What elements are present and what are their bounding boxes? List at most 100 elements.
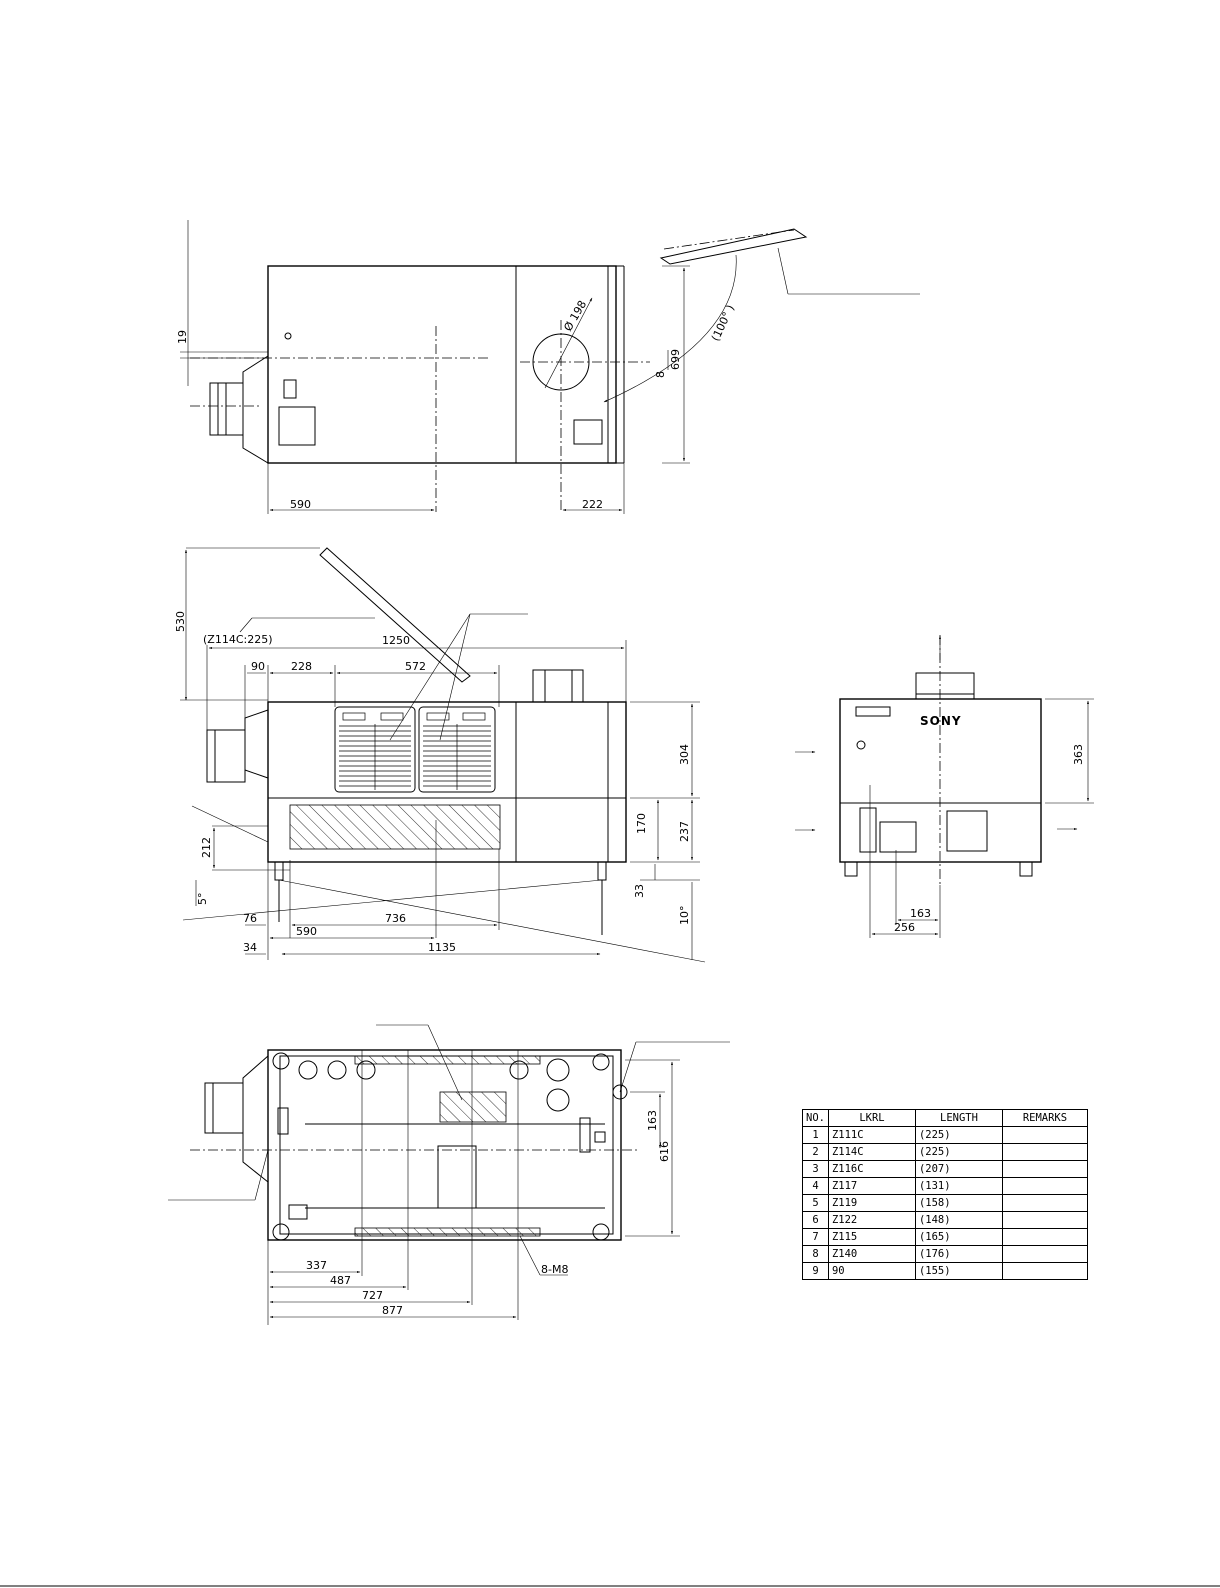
- dim-170: 170: [635, 813, 648, 834]
- cell-no: 4: [802, 1177, 829, 1195]
- dim-487: 487: [330, 1274, 351, 1287]
- cell-length: (165): [914, 1228, 1003, 1246]
- cell-remarks: [1001, 1211, 1088, 1229]
- side-lens-barrel: [206, 729, 246, 783]
- dim-diameter-198: Ø 198: [561, 298, 589, 333]
- dim-76: 76: [243, 912, 257, 925]
- dim-877: 877: [382, 1304, 403, 1317]
- dim-1135: 1135: [428, 941, 456, 954]
- dim-590: 590: [290, 498, 311, 511]
- dim-163-front: 163: [910, 907, 931, 920]
- cell-lkrl: Z111C: [827, 1126, 916, 1144]
- cell-remarks: [1001, 1160, 1088, 1178]
- dim-90: 90: [251, 660, 265, 673]
- screw-callout: 8-M8: [541, 1263, 568, 1276]
- lens-note: (Z114C:225): [203, 633, 273, 646]
- access-panel: [879, 821, 917, 853]
- cell-no: 8: [802, 1245, 829, 1263]
- bottom-hatched-area: [439, 1091, 507, 1123]
- dim-256: 256: [894, 921, 915, 934]
- cell-length: (225): [914, 1126, 1003, 1144]
- dim-212: 212: [200, 837, 213, 858]
- cell-length: (155): [914, 1262, 1003, 1280]
- open-door: [319, 547, 471, 683]
- dim-337: 337: [306, 1259, 327, 1272]
- grille-slats: [339, 712, 491, 790]
- cell-lkrl: Z140: [827, 1245, 916, 1263]
- cell-remarks: [1001, 1228, 1088, 1246]
- cell-no: 6: [802, 1211, 829, 1229]
- bottom-view: 163 616 337 487 727 877 8-M8: [168, 1024, 730, 1325]
- cell-no: 1: [802, 1126, 829, 1144]
- dim-616: 616: [658, 1141, 671, 1162]
- filter-panel: [946, 810, 988, 852]
- connector-panel: [859, 807, 877, 853]
- dim-19: 19: [176, 330, 189, 344]
- front-view: SONY 363 163 256: [795, 635, 1094, 938]
- cell-no: 5: [802, 1194, 829, 1212]
- bottom-lens-housing: [242, 1054, 269, 1184]
- col-remarks: REMARKS: [1001, 1109, 1088, 1127]
- bottom-view-body: [267, 1049, 622, 1241]
- cell-lkrl: Z114C: [827, 1143, 916, 1161]
- cell-remarks: [1001, 1194, 1088, 1212]
- cell-lkrl: Z115: [827, 1228, 916, 1246]
- cell-remarks: [1001, 1177, 1088, 1195]
- cell-length: (158): [914, 1194, 1003, 1212]
- dim-699: 699: [669, 349, 682, 370]
- dim-530: 530: [174, 611, 187, 632]
- side-view-body: [267, 701, 627, 863]
- dim-33: 33: [633, 884, 646, 898]
- dim-163-bottom: 163: [646, 1110, 659, 1131]
- dim-5deg: 5°: [196, 893, 209, 906]
- col-lkrl: LKRL: [827, 1109, 916, 1127]
- side-lens-housing: [244, 709, 269, 779]
- cell-lkrl: Z116C: [827, 1160, 916, 1178]
- cell-remarks: [1001, 1262, 1088, 1280]
- dim-10deg: 10°: [678, 906, 691, 926]
- dim-304: 304: [678, 744, 691, 765]
- cell-lkrl: Z119: [827, 1194, 916, 1212]
- bottom-lens-barrel: [204, 1082, 244, 1134]
- cell-no: 3: [802, 1160, 829, 1178]
- top-view-body: [267, 265, 617, 464]
- front-exhaust-duct: [915, 672, 975, 700]
- cell-length: (148): [914, 1211, 1003, 1229]
- col-length: LENGTH: [914, 1109, 1003, 1127]
- lens-table-header: NO. LKRL LENGTH REMARKS: [802, 1109, 1088, 1127]
- dim-590-side: 590: [296, 925, 317, 938]
- dim-736: 736: [385, 912, 406, 925]
- dim-228: 228: [291, 660, 312, 673]
- cell-no: 7: [802, 1228, 829, 1246]
- cell-no: 2: [802, 1143, 829, 1161]
- cell-no: 9: [802, 1262, 829, 1280]
- air-intake-grille-right: [418, 706, 496, 793]
- brand-logo: SONY: [920, 714, 962, 728]
- cell-length: (176): [914, 1245, 1003, 1263]
- cell-remarks: [1001, 1143, 1088, 1161]
- col-no: NO.: [802, 1109, 829, 1127]
- cell-length: (207): [914, 1160, 1003, 1178]
- dim-572: 572: [405, 660, 426, 673]
- cell-lkrl: 90: [827, 1262, 916, 1280]
- dim-34: 34: [243, 941, 257, 954]
- air-intake-grille-left: [334, 706, 416, 793]
- top-exhaust-duct: [532, 669, 584, 703]
- dim-222: 222: [582, 498, 603, 511]
- side-view: 530 (Z114C:225) 1250 90 228 572 304 237 …: [174, 547, 706, 963]
- cell-lkrl: Z117: [827, 1177, 916, 1195]
- dim-727: 727: [362, 1289, 383, 1302]
- cell-remarks: [1001, 1126, 1088, 1144]
- lens-housing: [242, 355, 269, 464]
- dim-237: 237: [678, 821, 691, 842]
